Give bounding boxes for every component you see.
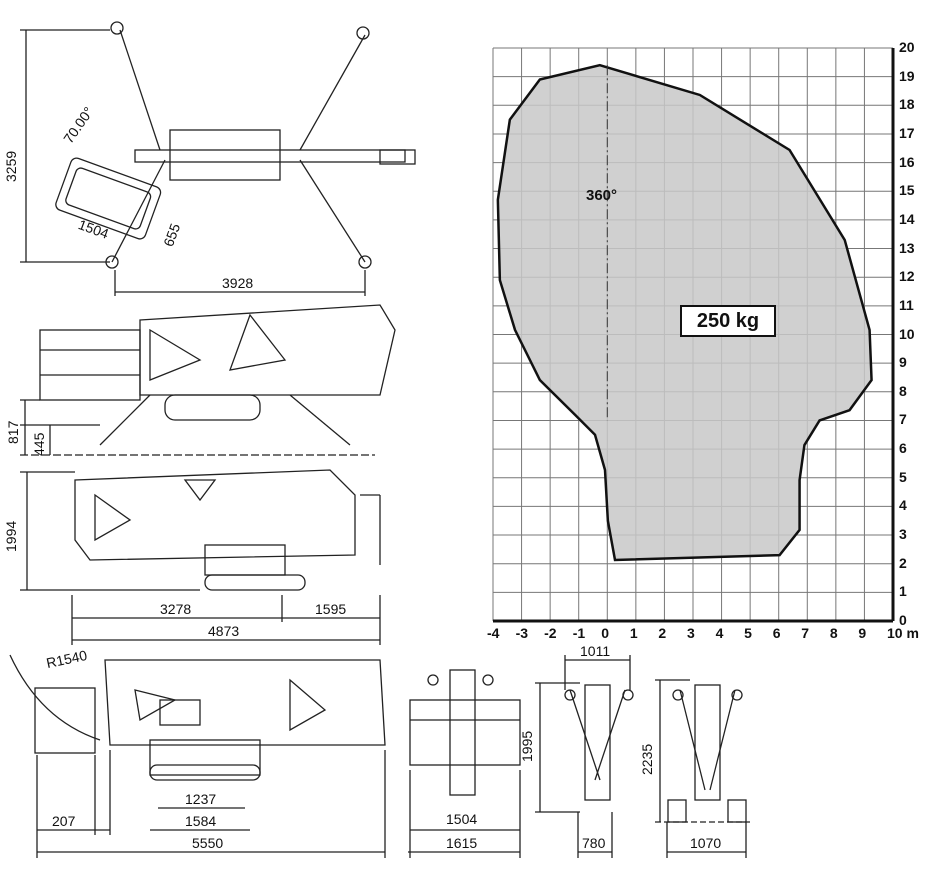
y-tick-label: 17	[899, 124, 915, 141]
dim-front-basket: 1504	[446, 811, 478, 827]
dim-track-length: 1237	[185, 791, 217, 807]
x-tick-label: 1	[629, 625, 638, 641]
y-tick-label: 3	[899, 526, 907, 543]
dim-ground-height: 445	[31, 432, 47, 456]
x-tick-label: 6	[772, 625, 781, 641]
y-tick-label: 19	[899, 67, 915, 84]
dim-top-width: 3259	[3, 150, 19, 182]
x-tick-label: 8	[829, 625, 838, 641]
x-tick-label: 0	[601, 625, 610, 641]
top-view-drawing	[20, 21, 416, 296]
dim-extended-length: 5550	[192, 835, 224, 851]
chart-axes	[493, 48, 895, 623]
x-tick-label: -4	[487, 625, 500, 641]
y-tick-label: 12	[899, 268, 915, 285]
y-tick-label: 6	[899, 440, 907, 457]
x-tick-label: 7	[801, 625, 810, 641]
dim-rear-top-width: 1011	[580, 643, 611, 659]
y-tick-label: 8	[899, 382, 907, 399]
side-view-folded-drawing	[20, 469, 381, 645]
y-tick-label: 15	[899, 182, 915, 199]
front-view-drawing	[408, 669, 521, 858]
y-tick-label: 11	[899, 296, 914, 313]
dim-folded-a: 3278	[160, 601, 192, 617]
max-load-label: 250 kg	[680, 305, 776, 337]
x-tick-label: 3	[687, 625, 695, 641]
dim-rear-a-width: 780	[582, 835, 606, 851]
y-tick-label: 9	[899, 354, 907, 371]
rotation-label: 360°	[586, 187, 618, 204]
dim-rear-a-height: 1995	[519, 730, 535, 762]
y-tick-label: 4	[899, 497, 907, 514]
x-tick-label: 5	[744, 625, 752, 641]
x-tick-label: 4	[715, 625, 724, 641]
x-tick-label: -2	[544, 625, 557, 641]
dim-track-span: 1584	[185, 813, 217, 829]
dim-stowed-height: 817	[5, 420, 21, 444]
y-tick-label: 18	[899, 96, 915, 113]
side-view-extended-drawing	[9, 654, 386, 858]
side-view-stowed-drawing	[20, 304, 396, 456]
y-tick-label: 7	[899, 411, 907, 428]
x-tick-label: 10 m	[887, 625, 919, 641]
y-tick-label: 5	[899, 468, 907, 485]
dim-top-length: 3928	[222, 275, 254, 291]
y-tick-label: 14	[899, 210, 915, 227]
dim-rear-b-height: 2235	[639, 743, 655, 775]
dim-front-width: 1615	[446, 835, 478, 851]
y-tick-label: 13	[899, 239, 915, 256]
y-tick-label: 1	[899, 583, 907, 600]
dim-folded-b: 1595	[315, 601, 347, 617]
rear-view-b-drawing	[655, 679, 750, 858]
dim-overhang: 207	[52, 813, 76, 829]
x-tick-label: 2	[658, 625, 667, 641]
y-tick-label: 16	[899, 153, 915, 170]
dim-folded-length: 4873	[208, 623, 240, 639]
x-tick-label: -1	[572, 625, 586, 641]
dim-rear-b-width: 1070	[690, 835, 722, 851]
y-tick-label: 20	[899, 39, 915, 55]
x-tick-label: -3	[515, 625, 529, 641]
rear-view-a-drawing	[535, 655, 634, 858]
x-tick-label: 9	[858, 625, 867, 641]
y-tick-label: 2	[899, 554, 907, 571]
y-tick-label: 0	[899, 612, 907, 628]
y-tick-label: 10	[899, 325, 915, 342]
dim-folded-height: 1994	[3, 520, 19, 552]
